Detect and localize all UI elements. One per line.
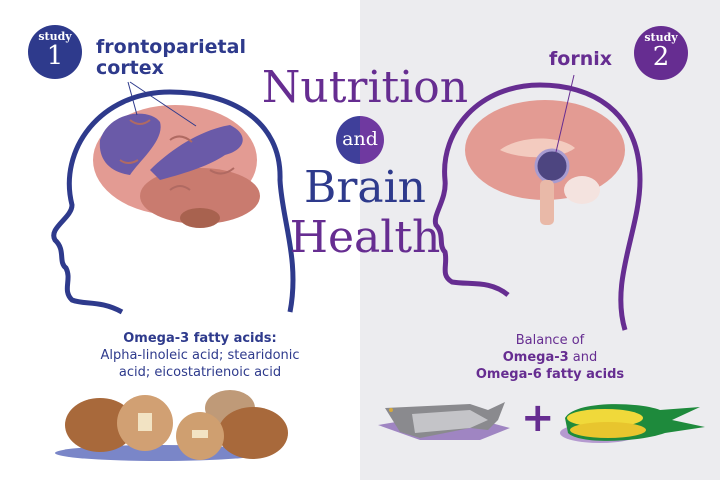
study-number: 1: [46, 41, 64, 71]
title-nutrition: Nutrition: [261, 62, 469, 113]
study-2-caption: Balance of Omega-3 and Omega-6 fatty aci…: [475, 333, 625, 382]
head-outline-right: [432, 82, 643, 331]
head-outline-left: [51, 89, 296, 315]
plus-icon: +: [521, 395, 555, 441]
corn-illustration: [560, 404, 705, 443]
frontoparietal-cortex-label: frontoparietal cortex: [96, 36, 246, 79]
study-word: study: [644, 31, 678, 44]
left-panel: [0, 0, 360, 480]
study-1-caption: Omega-3 fatty acids: Alpha-linoleic acid…: [60, 330, 340, 381]
salmon-illustration: [378, 402, 510, 440]
walnuts-illustration: [55, 390, 288, 461]
and-circle: and: [336, 116, 384, 164]
fornix-label: fornix: [549, 48, 612, 70]
study-number: 2: [652, 42, 670, 72]
right-panel: [360, 0, 720, 480]
title-brain: Brain: [303, 162, 426, 213]
brain-right-illustration: [465, 74, 625, 225]
title-health: Health: [289, 212, 441, 263]
study-2-badge: study 2: [634, 26, 688, 80]
study-word: study: [38, 30, 72, 43]
brain-left-illustration: [93, 81, 260, 228]
study-1-badge: study 1: [28, 25, 82, 79]
caption-heading: Omega-3 fatty acids:: [123, 331, 277, 346]
